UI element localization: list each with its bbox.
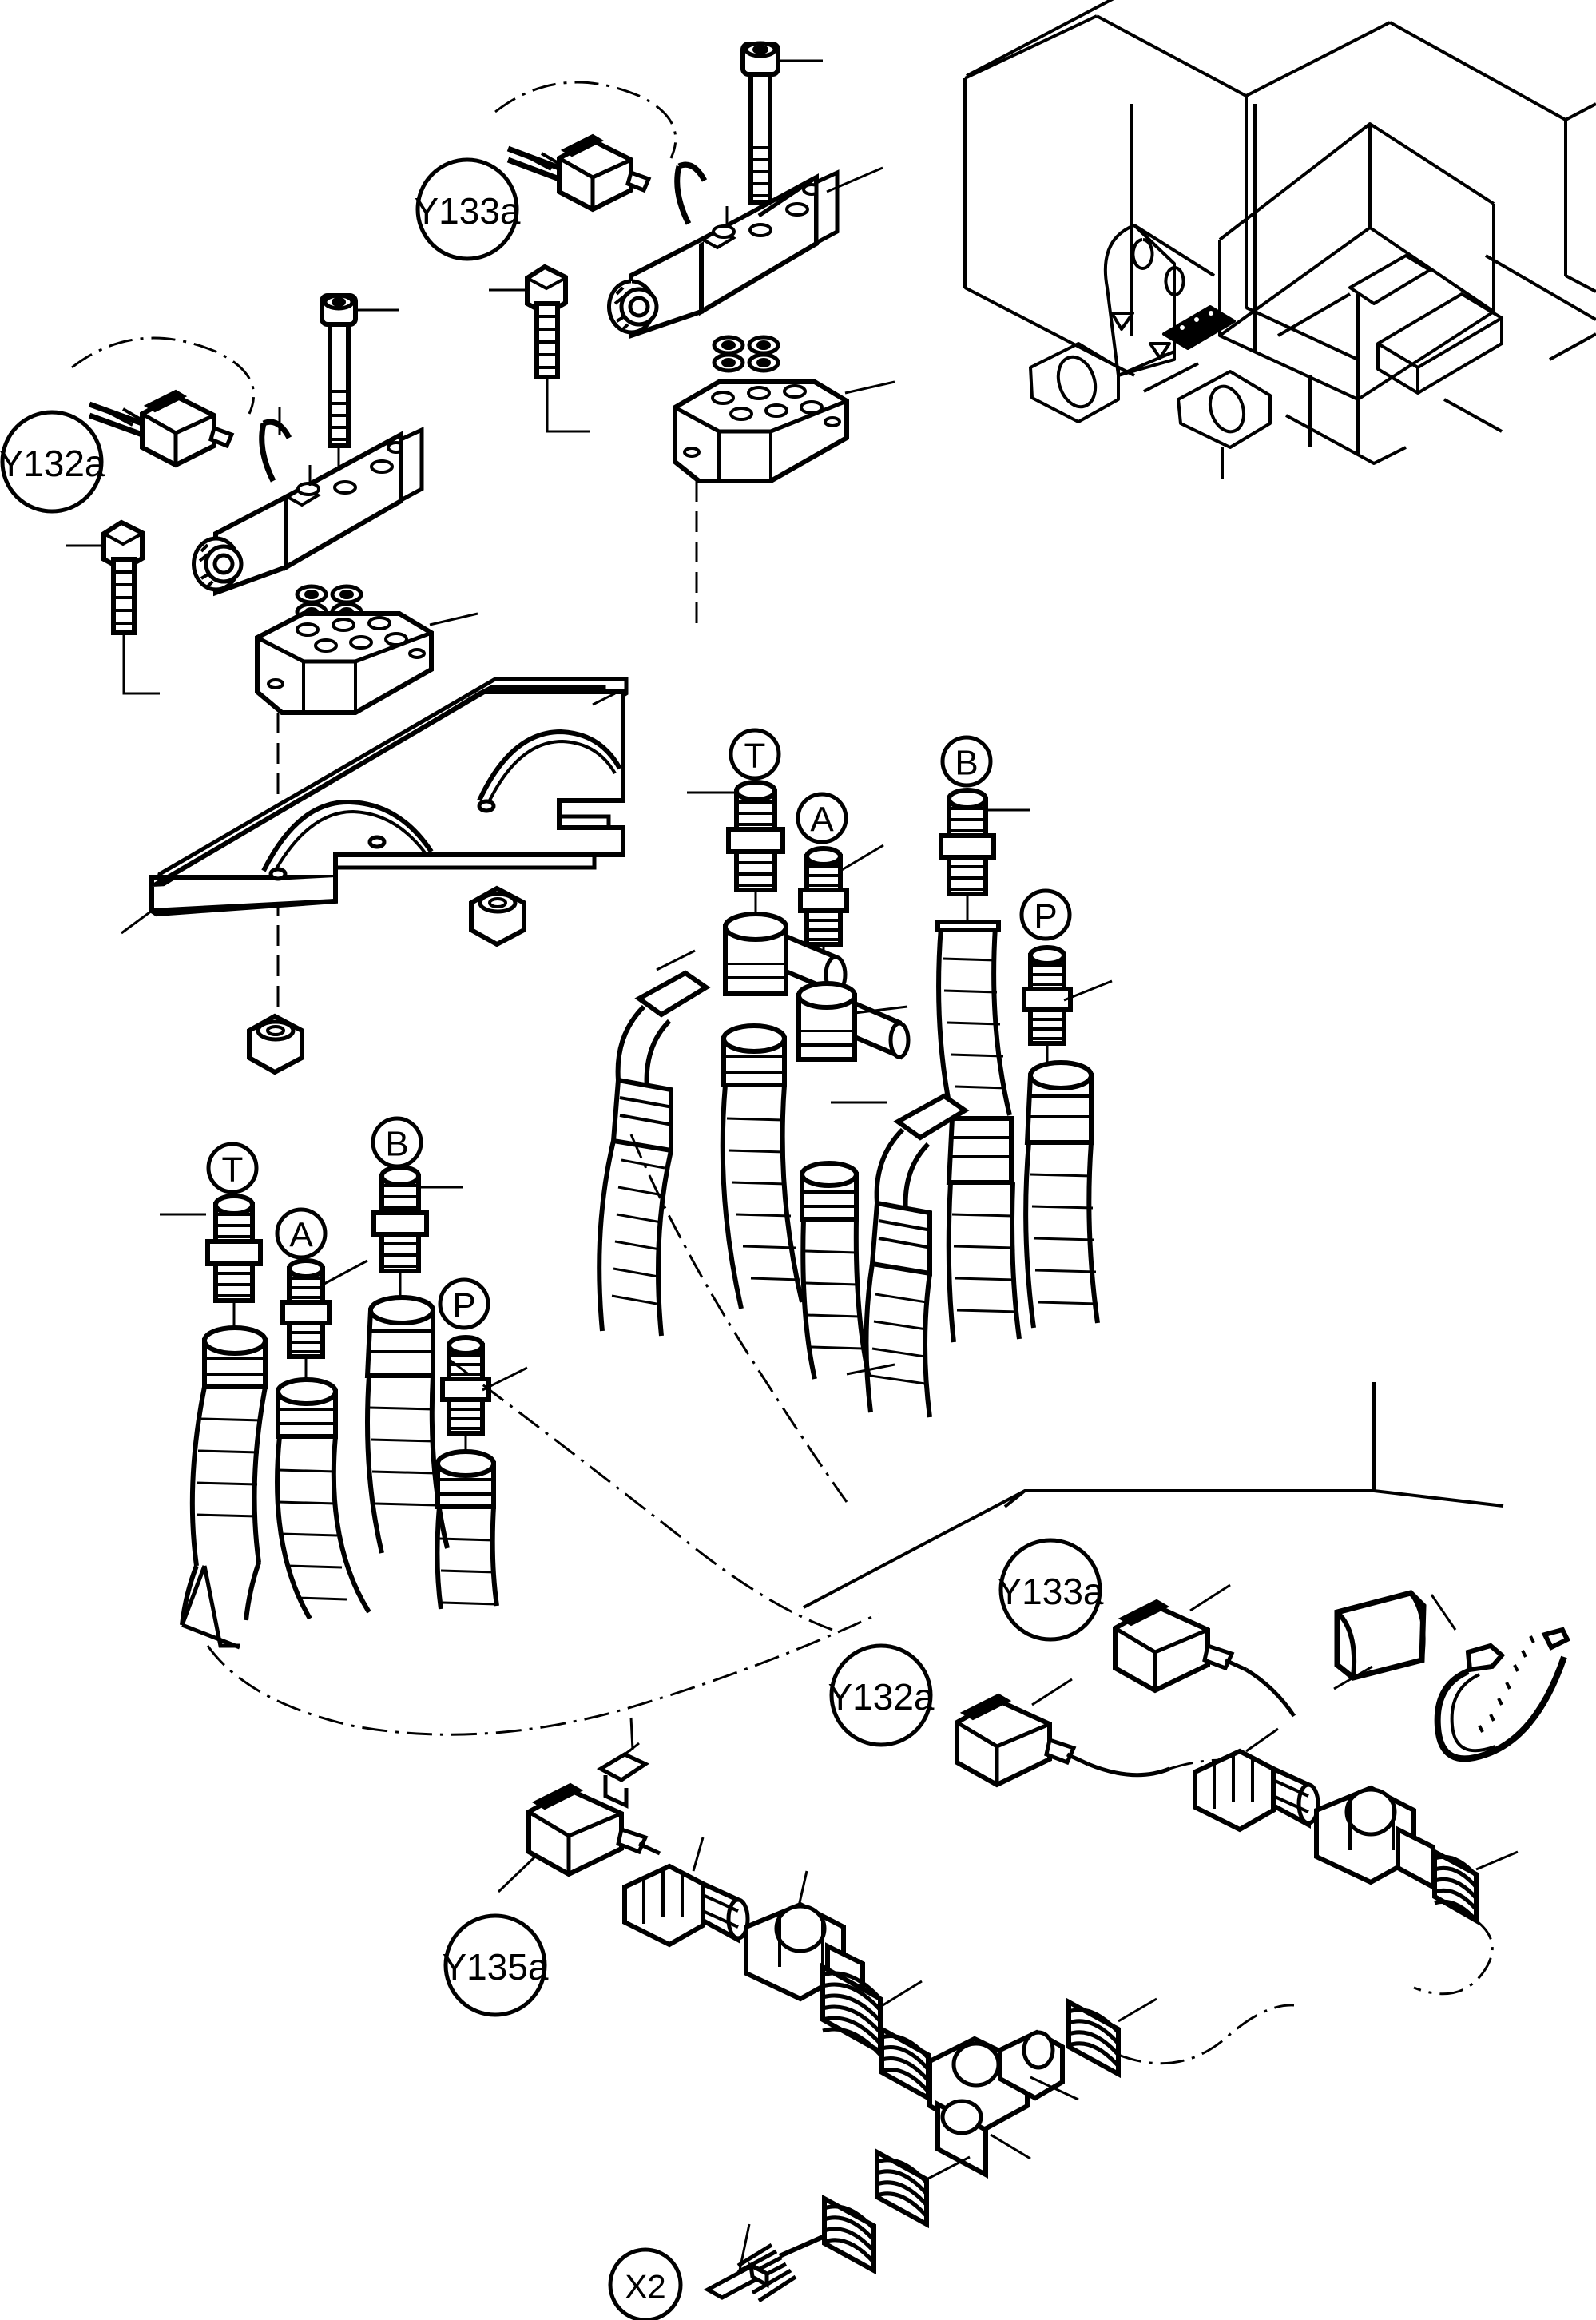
- electrical-connector-y133a-upper: [494, 81, 677, 213]
- hose-upper-center: [720, 1023, 804, 1309]
- callout-port-b-upper-label: B: [955, 744, 978, 783]
- callout-port-b-lower-label: B: [385, 1125, 408, 1164]
- hose-upper-p: [1023, 1060, 1100, 1329]
- callout-port-b-upper[interactable]: B: [940, 735, 993, 788]
- mounting-bracket-plate: [121, 677, 629, 935]
- lock-nut-lower: [247, 1013, 304, 1075]
- callout-port-a-lower[interactable]: A: [275, 1207, 328, 1260]
- cable-tie: [1430, 1594, 1571, 1762]
- socket-head-cap-screw-upper: [740, 41, 823, 226]
- machine-overview-view: [963, 0, 1596, 479]
- solenoid-valve-body-upper: [607, 161, 883, 340]
- hose-lower-p: [435, 1449, 499, 1610]
- elbow-and-hose-upper-left: [597, 970, 711, 1337]
- callout-port-p-upper[interactable]: P: [1019, 888, 1072, 941]
- harness-sleeve: [1333, 1590, 1427, 1690]
- callout-y135a-label: Y135a: [442, 1946, 548, 1988]
- callout-port-p-lower-label: P: [452, 1286, 475, 1325]
- callout-port-a-lower-label: A: [289, 1216, 313, 1255]
- hose-fitting-t-lower: [160, 1194, 263, 1341]
- hose-fitting-p-upper: [1022, 945, 1113, 1075]
- electrical-harness-group: [497, 1382, 1571, 2303]
- callout-y132a-lower-label: Y132a: [828, 1676, 934, 1718]
- upper-hose-group: [597, 780, 1113, 1418]
- callout-y135a[interactable]: Y135a: [442, 1913, 549, 2017]
- callout-y133a-lower-label: Y133a: [997, 1571, 1103, 1612]
- callout-port-t-upper[interactable]: T: [729, 728, 781, 781]
- callout-port-t-upper-label: T: [744, 737, 766, 776]
- callout-y132a-upper-label: Y132a: [0, 443, 105, 484]
- lower-hose-group: [160, 1134, 879, 1736]
- lower-solenoid-valve-assembly: [66, 293, 478, 1031]
- callout-port-a-upper-label: A: [810, 800, 834, 840]
- callout-y133a-upper[interactable]: Y133a: [414, 157, 521, 261]
- hose-fitting-a-upper: [798, 844, 884, 983]
- manifold-block-lower: [255, 611, 478, 1031]
- callout-x2-label: X2: [625, 2268, 665, 2306]
- harness-chain-left: [497, 1717, 1295, 2303]
- callout-port-t-lower[interactable]: T: [206, 1142, 259, 1194]
- socket-head-cap-screw-lower: [320, 293, 399, 471]
- callout-layer: Y133a Y132a T A B P T A: [0, 157, 1104, 2320]
- callout-port-p-lower[interactable]: P: [438, 1277, 490, 1330]
- lock-nut-upper: [469, 885, 526, 947]
- callout-port-t-lower-label: T: [222, 1150, 244, 1190]
- upper-solenoid-valve-assembly: [489, 41, 895, 631]
- hose-lower-a: [275, 1377, 371, 1620]
- hose-fitting-b-upper: [939, 788, 1030, 927]
- callout-y132a-upper[interactable]: Y132a: [0, 410, 105, 514]
- hose-fitting-t-upper: [687, 780, 785, 927]
- hex-bolt-upper: [489, 264, 590, 433]
- electrical-connector-y132a-lower-2: [955, 1678, 1170, 1788]
- electrical-connector-y132a-lower: [71, 336, 256, 468]
- gland-fitting-stack-right: [1193, 1727, 1519, 1996]
- hose-lower-b: [364, 1295, 450, 1554]
- callout-y133a-upper-label: Y133a: [414, 190, 520, 232]
- elbow-and-hose-upper-right: [864, 1093, 970, 1418]
- electrical-connector-y133a-lower: [1113, 1583, 1296, 1718]
- manifold-block-upper: [673, 379, 895, 631]
- callout-y132a-lower[interactable]: Y132a: [828, 1643, 935, 1747]
- callout-port-a-upper[interactable]: A: [796, 792, 848, 844]
- callout-port-b-lower[interactable]: B: [371, 1116, 423, 1169]
- callout-x2[interactable]: X2: [608, 2247, 683, 2320]
- washer-pair-upper: [712, 335, 780, 373]
- hose-fitting-a-lower: [280, 1258, 368, 1392]
- callout-y133a-lower[interactable]: Y133a: [997, 1538, 1104, 1642]
- hose-upper-tee2-down: [800, 1161, 871, 1380]
- solenoid-valve-body-lower: [192, 407, 424, 597]
- hex-bolt-lower: [66, 519, 160, 695]
- callout-port-p-upper-label: P: [1034, 897, 1057, 936]
- tee-adapter-upper-right: [796, 981, 911, 1062]
